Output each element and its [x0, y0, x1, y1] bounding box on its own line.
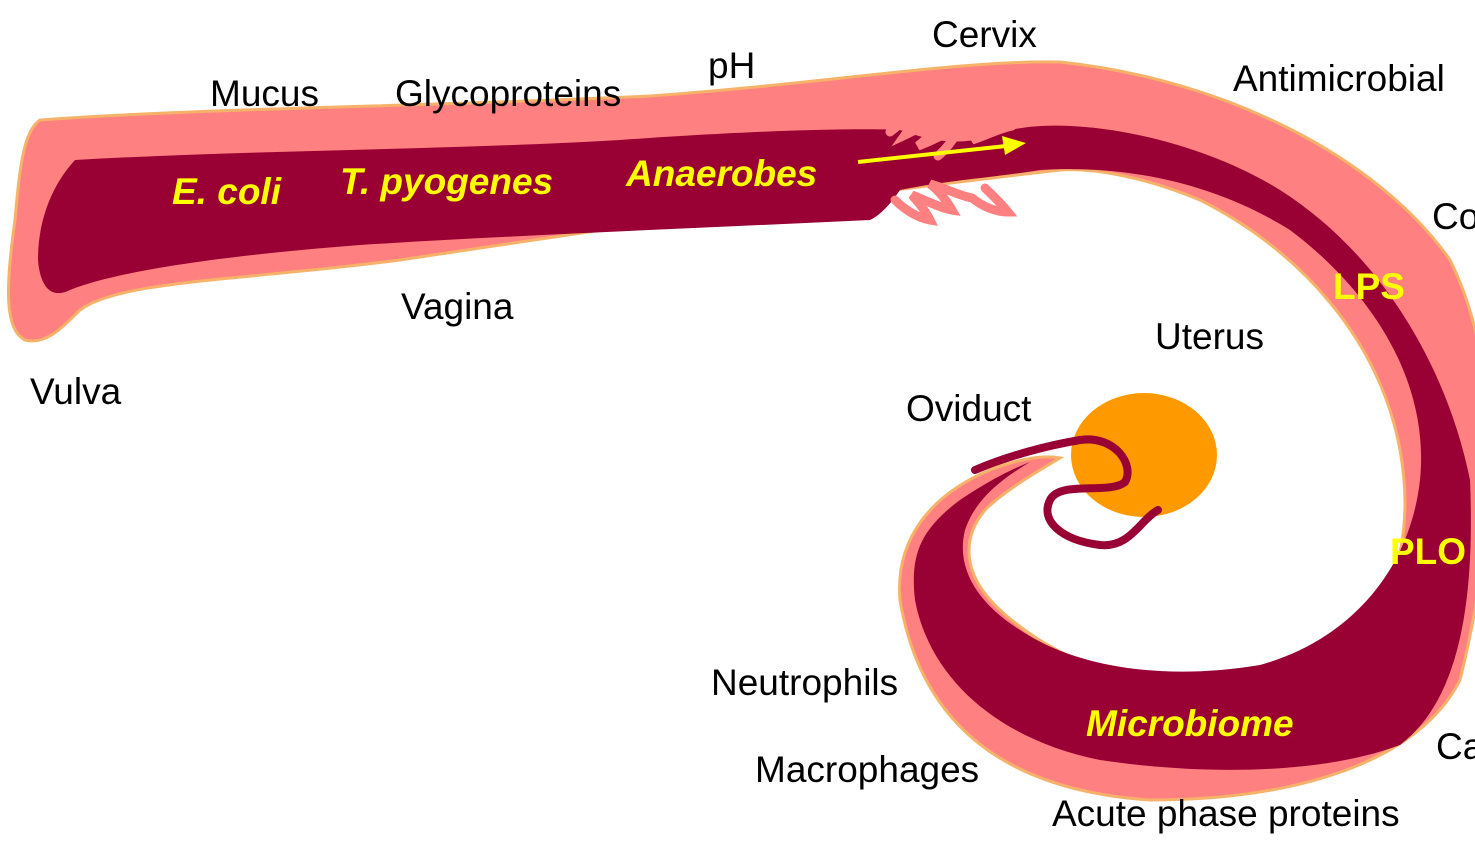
label-glycoproteins: Glycoproteins [395, 75, 621, 112]
label-acute-phase-proteins: Acute phase proteins [1052, 795, 1400, 832]
label-co: Co [1432, 198, 1475, 235]
ovary [1071, 393, 1217, 517]
label-ph: pH [708, 47, 755, 84]
label-microbiome: Microbiome [1086, 705, 1294, 742]
label-macrophages: Macrophages [755, 751, 979, 788]
label-lps: LPS [1333, 268, 1405, 305]
label-anaerobes: Anaerobes [626, 155, 817, 192]
label-ca: Ca [1436, 728, 1475, 765]
label-t-pyogenes: T. pyogenes [340, 163, 553, 200]
label-vulva: Vulva [30, 373, 121, 410]
label-neutrophils: Neutrophils [711, 664, 898, 701]
label-antimicrobial: Antimicrobial [1233, 60, 1445, 97]
label-vagina: Vagina [401, 288, 513, 325]
label-plo: PLO [1390, 533, 1466, 570]
label-mucus: Mucus [210, 75, 319, 112]
label-e-coli: E. coli [172, 173, 281, 210]
label-oviduct: Oviduct [906, 390, 1031, 427]
label-uterus: Uterus [1155, 318, 1264, 355]
label-cervix: Cervix [932, 16, 1037, 53]
